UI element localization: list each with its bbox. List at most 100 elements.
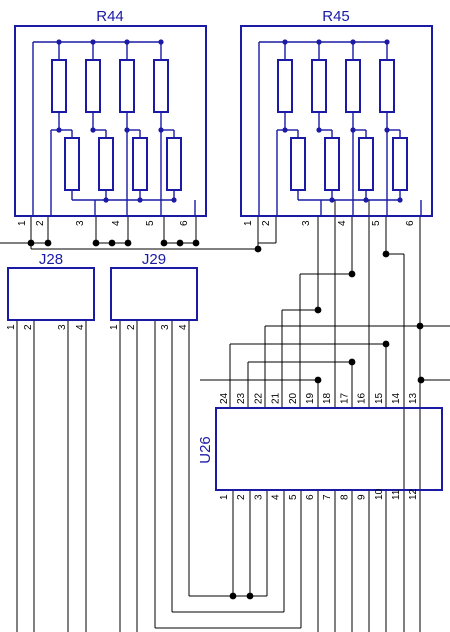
junction-dot	[124, 239, 132, 247]
j29-pin-label: 3	[160, 324, 171, 330]
u26-pin-label: 18	[322, 392, 333, 404]
j29-outline	[110, 267, 198, 321]
u26-pin-label: 24	[219, 392, 230, 404]
r45-pin-label: 2	[261, 220, 272, 226]
junction-dot	[382, 250, 390, 258]
r44-node	[90, 39, 96, 45]
r45-node	[397, 197, 403, 203]
j28-pin-label: 4	[75, 324, 86, 330]
r44-pin-label: 3	[75, 220, 86, 226]
u26-pin-label: 19	[305, 392, 316, 404]
junction-dot	[382, 340, 390, 348]
r44-pin-label: 6	[179, 220, 190, 226]
r45-node	[350, 127, 356, 133]
j29-pin-label: 2	[126, 324, 137, 330]
r44-node	[90, 127, 96, 133]
u26-pin-label: 1	[219, 494, 230, 500]
u26-ref: U26	[197, 436, 214, 464]
r45-resistor-bottom	[392, 137, 408, 191]
junction-dot	[92, 239, 100, 247]
u26-pin-label: 6	[305, 494, 316, 500]
junction-dot	[417, 376, 425, 384]
junction-dot	[246, 592, 254, 600]
u26-pin-label: 15	[374, 392, 385, 404]
u26-pin-label: 5	[288, 494, 299, 500]
junction-dot	[348, 270, 356, 278]
r45-node	[282, 127, 288, 133]
u26-outline	[215, 407, 443, 491]
junction-dot	[160, 239, 168, 247]
u26-pin-label: 14	[391, 392, 402, 404]
j28-pin-label: 3	[57, 324, 68, 330]
junction-dots	[27, 239, 425, 600]
r44-resistor-top	[153, 59, 169, 113]
j28-pin-label: 1	[6, 324, 17, 330]
junction-dot	[416, 322, 424, 330]
r44-pin-label: 2	[35, 220, 46, 226]
r45-resistor-top	[379, 59, 395, 113]
r45-network: R45 1 2 3 4 5 6	[240, 8, 433, 226]
r45-node	[384, 127, 390, 133]
r45-node	[350, 39, 356, 45]
u26-pin-label: 23	[236, 392, 247, 404]
r45-resistor-bottom	[324, 137, 340, 191]
u26-pin-label: 8	[339, 494, 350, 500]
junction-dot	[27, 239, 35, 247]
junction-dot	[314, 306, 322, 314]
u26-pin-label: 17	[339, 392, 350, 404]
r45-pin-label: 3	[301, 220, 312, 226]
r45-outline	[240, 25, 433, 217]
r45-node	[316, 39, 322, 45]
r44-node	[158, 127, 164, 133]
r44-node	[158, 39, 164, 45]
j29-ref: J29	[142, 251, 166, 268]
r44-node	[124, 39, 130, 45]
u26-pin-label: 4	[271, 494, 282, 500]
r45-resistor-top	[345, 59, 361, 113]
j28-outline	[7, 267, 95, 321]
u26-pin-label: 13	[408, 392, 419, 404]
j28-pin-label: 2	[23, 324, 34, 330]
r44-node	[137, 197, 143, 203]
junction-dot	[44, 239, 52, 247]
r44-pin-label: 5	[145, 220, 156, 226]
junction-dot	[192, 239, 200, 247]
r44-outline	[14, 25, 207, 217]
u26-pin-label: 12	[408, 488, 419, 500]
r45-resistor-top	[277, 59, 293, 113]
r44-ref: R44	[96, 8, 124, 25]
r44-node	[171, 197, 177, 203]
r45-node	[282, 39, 288, 45]
u26-pin-label: 2	[236, 494, 247, 500]
r44-resistor-bottom	[132, 137, 148, 191]
r44-resistor-bottom	[64, 137, 80, 191]
r45-ref: R45	[322, 8, 350, 25]
junction-dot	[229, 592, 237, 600]
r45-pin-label: 4	[337, 220, 348, 226]
wires	[0, 200, 450, 632]
r45-pin-label: 1	[243, 220, 254, 226]
r44-pin-label: 4	[111, 220, 122, 226]
r45-node	[384, 39, 390, 45]
u26-pin-label: 20	[288, 392, 299, 404]
r45-pin-label: 6	[405, 220, 416, 226]
r45-resistor-bottom	[358, 137, 374, 191]
r44-node	[56, 39, 62, 45]
r45-resistor-bottom	[290, 137, 306, 191]
r44-resistor-top	[85, 59, 101, 113]
r45-resistor-top	[311, 59, 327, 113]
u26-pin-label: 9	[357, 494, 368, 500]
u26-pin-label: 10	[374, 488, 385, 500]
j29-pin-label: 1	[109, 324, 120, 330]
r44-node	[56, 127, 62, 133]
r44-resistor-top	[51, 59, 67, 113]
u26-pin-label: 3	[253, 494, 264, 500]
r45-pin-label: 5	[371, 220, 382, 226]
u26-pin-label: 16	[357, 392, 368, 404]
junction-dot	[108, 239, 116, 247]
u26-pin-label: 22	[253, 392, 264, 404]
